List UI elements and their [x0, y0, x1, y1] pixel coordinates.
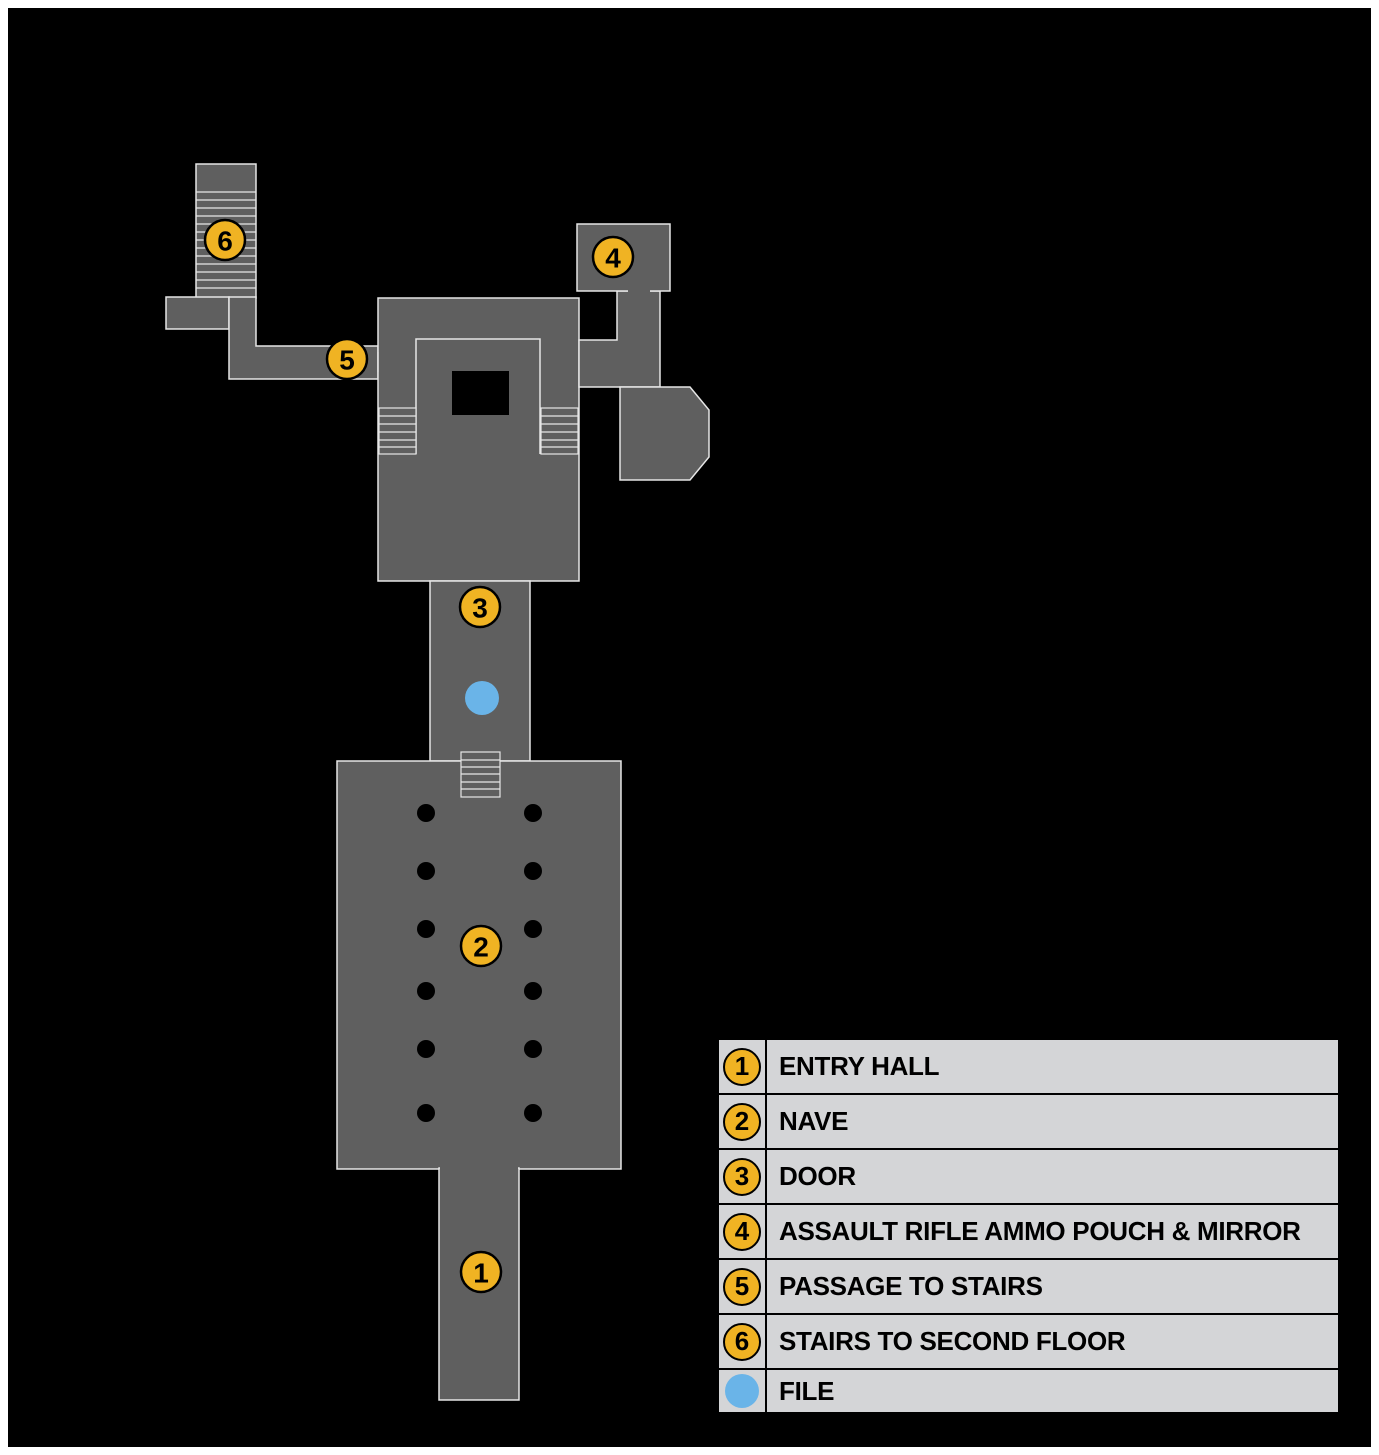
legend-label: FILE [767, 1370, 1338, 1412]
blue-dot-icon [725, 1374, 759, 1408]
pillar [524, 920, 542, 938]
legend-label: PASSAGE TO STAIRS [767, 1260, 1338, 1313]
legend-item-ammo-mirror[interactable]: 4 ASSAULT RIFLE AMMO POUCH & MIRROR [719, 1205, 1338, 1258]
right-corridor-room [578, 290, 661, 388]
marker-2[interactable]: 2 [459, 924, 503, 968]
pillar [417, 1040, 435, 1058]
legend-badge: 5 [723, 1267, 761, 1306]
legend-item-entry-hall[interactable]: 1 ENTRY HALL [719, 1040, 1338, 1093]
pillar [524, 804, 542, 822]
legend-badge: 4 [723, 1212, 761, 1251]
altar-block [452, 371, 509, 415]
pillar [524, 862, 542, 880]
svg-text:6: 6 [217, 226, 233, 257]
legend-label: NAVE [767, 1095, 1338, 1148]
pillar [524, 1040, 542, 1058]
pillar [417, 862, 435, 880]
legend-item-nave[interactable]: 2 NAVE [719, 1095, 1338, 1148]
legend-label: ENTRY HALL [767, 1040, 1338, 1093]
pillar [417, 804, 435, 822]
nave-pillars [417, 804, 542, 1122]
marker-5[interactable]: 5 [325, 337, 369, 381]
marker-1[interactable]: 1 [459, 1250, 503, 1294]
legend-badge: 2 [723, 1102, 761, 1141]
legend-badge: 6 [723, 1322, 761, 1361]
legend-item-stairs[interactable]: 6 STAIRS TO SECOND FLOOR [719, 1315, 1338, 1368]
pillar [417, 920, 435, 938]
svg-text:4: 4 [605, 243, 621, 274]
pillar [417, 982, 435, 1000]
legend-item-file[interactable]: FILE [719, 1370, 1338, 1412]
left-alcove-room [165, 296, 230, 330]
inner-gallery-outline [415, 338, 541, 454]
legend-item-passage[interactable]: 5 PASSAGE TO STAIRS [719, 1260, 1338, 1313]
pillar [524, 982, 542, 1000]
marker-3[interactable]: 3 [458, 585, 502, 629]
side-chamber-room [619, 386, 710, 481]
legend-badge: 3 [723, 1157, 761, 1196]
marker-6[interactable]: 6 [203, 218, 247, 262]
pillar [417, 1104, 435, 1122]
legend-label: ASSAULT RIFLE AMMO POUCH & MIRROR [767, 1205, 1338, 1258]
svg-text:1: 1 [473, 1258, 489, 1289]
legend-badge: 1 [723, 1047, 761, 1086]
svg-text:5: 5 [339, 345, 355, 376]
svg-text:3: 3 [472, 593, 488, 624]
legend-item-door[interactable]: 3 DOOR [719, 1150, 1338, 1203]
right-gallery-steps [540, 407, 579, 455]
left-gallery-steps [378, 407, 417, 455]
marker-4[interactable]: 4 [591, 235, 635, 279]
pillar [524, 1104, 542, 1122]
legend-label: DOOR [767, 1150, 1338, 1203]
nave-entry-steps [460, 751, 501, 798]
map-legend: 1 ENTRY HALL 2 NAVE 3 DOOR 4 ASSAULT RIF… [719, 1040, 1338, 1412]
svg-text:2: 2 [473, 932, 489, 963]
legend-label: STAIRS TO SECOND FLOOR [767, 1315, 1338, 1368]
file-pickup-icon[interactable] [465, 681, 499, 715]
